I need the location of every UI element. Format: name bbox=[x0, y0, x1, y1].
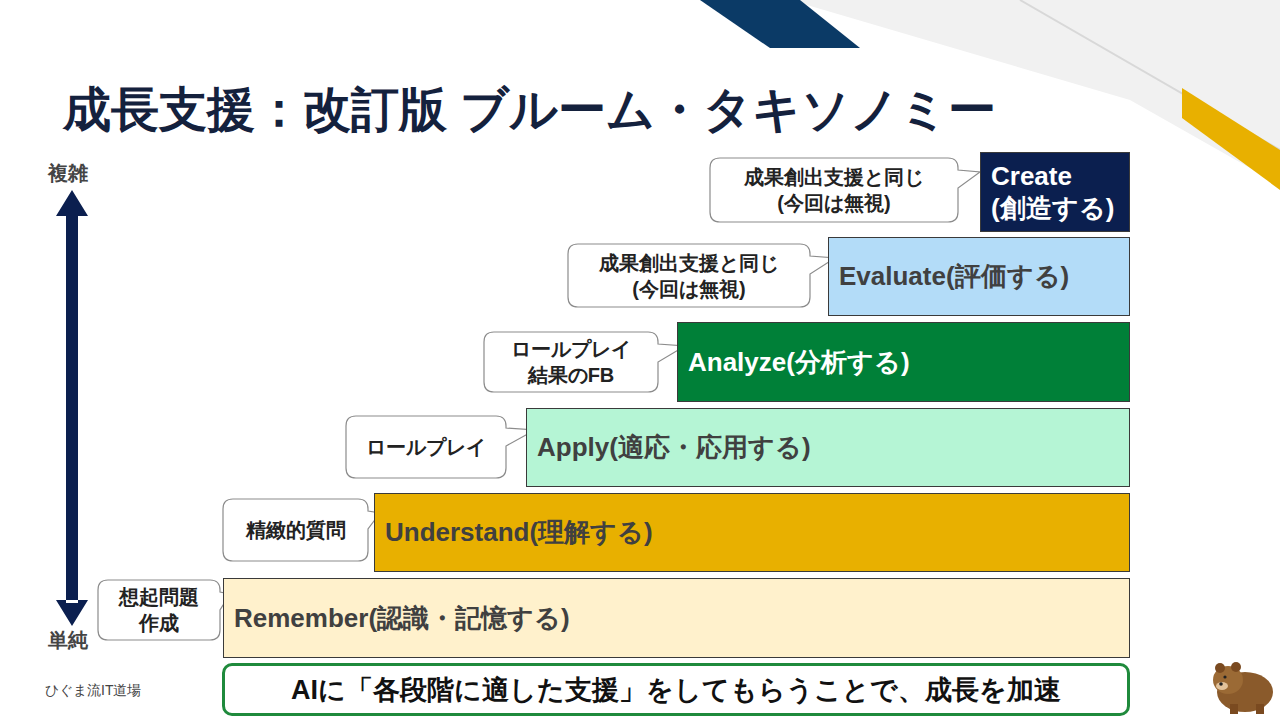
callout-outline bbox=[98, 580, 230, 640]
level-band: Analyze(分析する) bbox=[677, 322, 1130, 402]
callout-outline bbox=[710, 158, 980, 222]
speech-callout: ロールプレイ 結果のFB bbox=[484, 332, 658, 392]
node-text: Apply(適応・応用する) bbox=[537, 431, 811, 464]
node-text: ロールプレイ 結果のFB bbox=[492, 336, 650, 388]
axis-label: 複雑 bbox=[48, 160, 88, 187]
node-text: 成果創出支援と同じ (今回は無視) bbox=[718, 164, 950, 216]
axis-label: 単純 bbox=[48, 627, 88, 654]
bear-mascot bbox=[1213, 662, 1273, 714]
node-text: Analyze(分析する) bbox=[688, 346, 910, 379]
node-text: 成果創出支援と同じ (今回は無視) bbox=[576, 250, 802, 302]
level-band: Understand(理解する) bbox=[374, 493, 1130, 572]
speech-callout: 成果創出支援と同じ (今回は無視) bbox=[568, 244, 810, 307]
callout-outline bbox=[484, 332, 685, 392]
callout-outline bbox=[223, 499, 380, 561]
speech-callout: ロールプレイ bbox=[346, 416, 506, 478]
node-text: 精緻的質問 bbox=[246, 517, 346, 543]
node-text: Remember(認識・記憶する) bbox=[234, 602, 570, 635]
speech-callout: 成果創出支援と同じ (今回は無視) bbox=[710, 158, 958, 222]
axis-arrow bbox=[56, 190, 88, 626]
summary-banner: AIに「各段階に適した支援」をしてもらうことで、成長を加速 bbox=[222, 663, 1130, 716]
node-text: Create (創造する) bbox=[991, 160, 1119, 225]
node-text: ロールプレイ bbox=[366, 434, 486, 460]
level-band: Evaluate(評価する) bbox=[828, 237, 1130, 316]
level-band: Remember(認識・記憶する) bbox=[223, 578, 1130, 658]
speech-callout: 精緻的質問 bbox=[223, 499, 368, 561]
corner-stripe bbox=[1182, 88, 1280, 190]
level-band: Create (創造する) bbox=[980, 152, 1130, 232]
node-text: 想起問題 作成 bbox=[106, 584, 212, 636]
slide-title: 成長支援：改訂版 ブルーム・タキソノミー bbox=[63, 78, 996, 142]
node-text: Understand(理解する) bbox=[385, 516, 653, 549]
callout-outline bbox=[346, 416, 535, 478]
level-band: Apply(適応・応用する) bbox=[526, 408, 1130, 487]
callout-outline bbox=[568, 244, 835, 307]
footer-credit: ひぐま流IT道場 bbox=[45, 682, 141, 700]
corner-stripe bbox=[700, 0, 860, 48]
speech-callout: 想起問題 作成 bbox=[98, 580, 220, 640]
node-text: AIに「各段階に適した支援」をしてもらうことで、成長を加速 bbox=[291, 672, 1061, 708]
node-text: Evaluate(評価する) bbox=[839, 260, 1069, 293]
